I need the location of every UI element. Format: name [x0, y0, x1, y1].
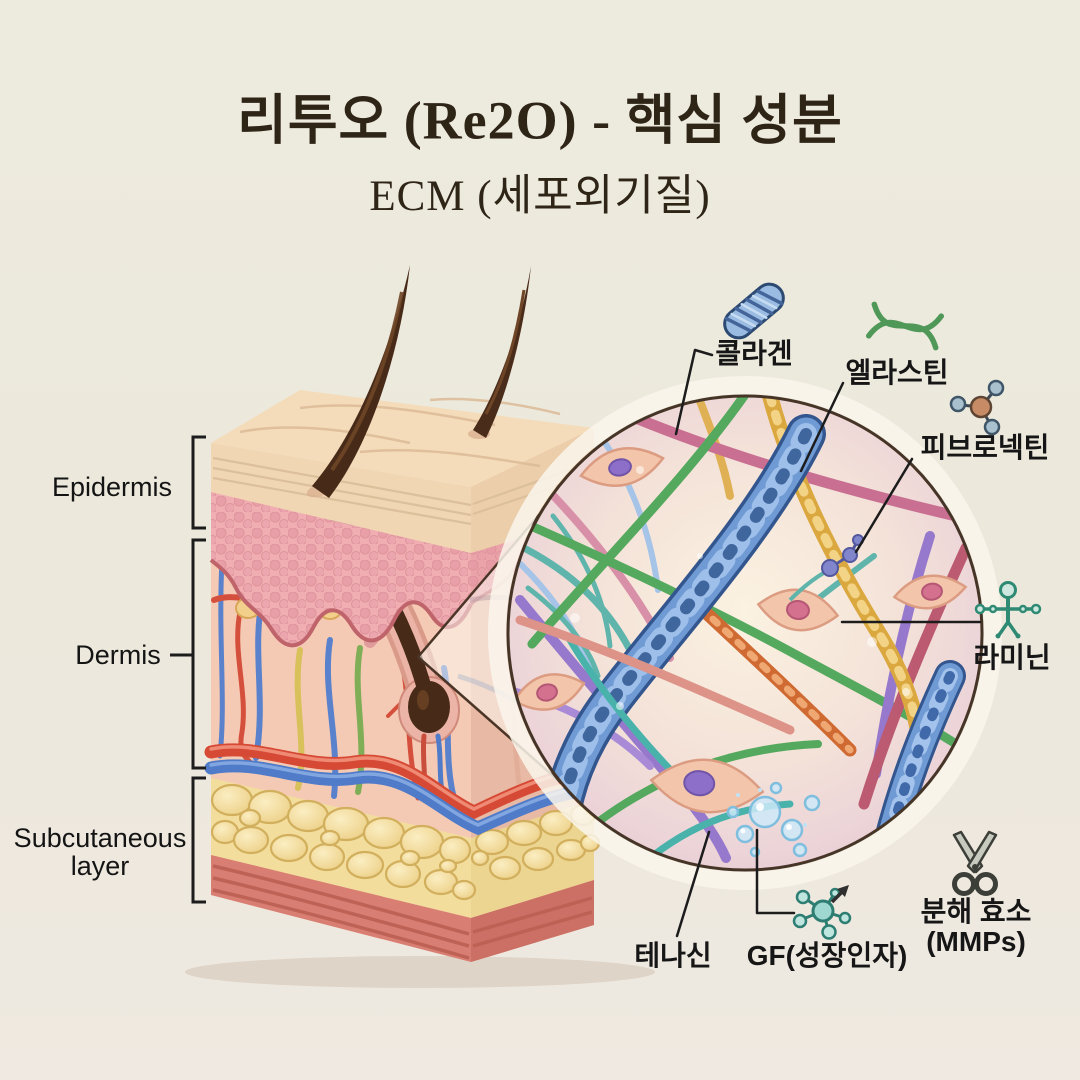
- page-subtitle: ECM (세포외기질): [369, 173, 711, 220]
- artery-vein-band: [204, 743, 601, 836]
- subcutaneous-label: Subcutaneous layer: [13, 823, 187, 881]
- fibronectin-leader-line: [854, 457, 914, 554]
- collagen-leader-line: [674, 348, 714, 436]
- hair-strands: [312, 265, 531, 498]
- layer-brackets: [170, 435, 206, 904]
- ecm-fiber-network: [508, 396, 982, 870]
- dermis-bracket: [191, 538, 206, 770]
- circle-ring: [506, 394, 984, 872]
- epidermis-bracket: [191, 435, 206, 530]
- tenascin-leader-line: [675, 830, 711, 938]
- laminin-label: 라미닌: [973, 642, 1051, 673]
- block-shadow: [185, 956, 655, 988]
- laminin-cross-icon: [974, 581, 1042, 639]
- fibroblast-cell-large: [649, 758, 765, 814]
- fibronectin-label: 피브로넥틴: [920, 432, 1050, 463]
- collagen-label: 콜라겐: [715, 338, 793, 369]
- leader-lines: [674, 348, 982, 938]
- fibronectin-beads: [821, 534, 864, 577]
- growth-factor-molecule-icon: [792, 885, 852, 940]
- circle-background: [508, 396, 982, 870]
- subcutaneous-fat-layer: [210, 778, 601, 918]
- scissors-icon: [952, 830, 998, 896]
- fibroblast-cells: [512, 447, 968, 711]
- dermis-label: Dermis: [75, 640, 161, 670]
- subcutaneous-bracket: [191, 776, 206, 904]
- elastin-helix-icon: [865, 301, 945, 351]
- skin-top-surface: [211, 390, 594, 498]
- epidermis-label: Epidermis: [51, 472, 173, 502]
- elastin-leader-line: [799, 381, 845, 473]
- collagen-fiber-icon: [723, 282, 785, 340]
- mmp-label: 분해 효소 (MMPs): [920, 896, 1032, 957]
- elastin-label: 엘라스틴: [845, 357, 949, 388]
- tenascin-label: 테나신: [634, 940, 712, 971]
- growth-factor-bubbles: [726, 781, 821, 858]
- sparkle-dots: [570, 466, 910, 710]
- ecm-magnified-circle: [488, 376, 1002, 890]
- page-title: 리투오 (Re2O) - 핵심 성분: [237, 90, 843, 151]
- growth-factor-label: GF(성장인자): [746, 940, 908, 971]
- muscle-layer: [211, 855, 594, 962]
- fibronectin-molecule-icon: [949, 379, 1005, 436]
- growth-factor-leader-line: [755, 828, 796, 915]
- circle-halo: [488, 376, 1002, 890]
